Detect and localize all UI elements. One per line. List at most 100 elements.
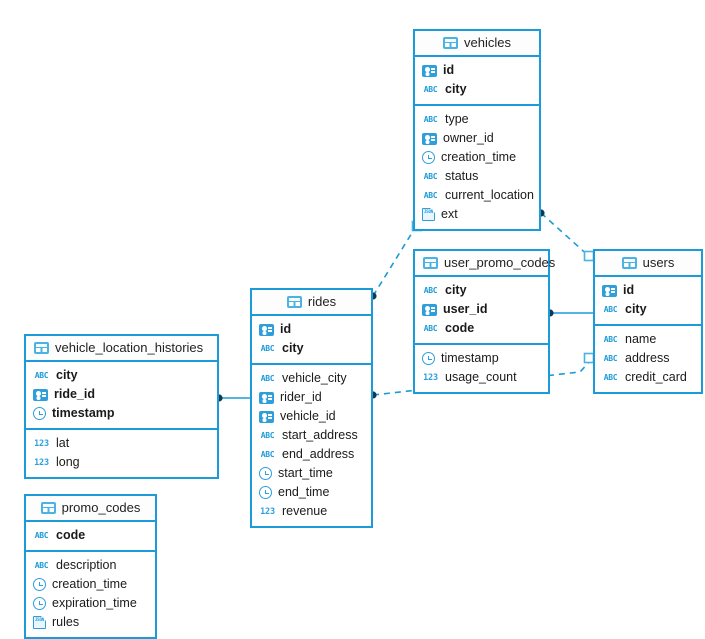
field-label: start_time	[278, 466, 333, 480]
table-name: user_promo_codes	[444, 255, 556, 270]
abc-icon: ABC	[603, 334, 618, 344]
column-row[interactable]: timestamp	[415, 349, 548, 368]
field-label: owner_id	[443, 131, 494, 145]
id-icon	[259, 410, 274, 423]
field-label: city	[56, 368, 78, 382]
column-row[interactable]: ABC name	[595, 330, 701, 349]
column-row[interactable]: vehicle_id	[252, 407, 371, 426]
table-name: rides	[307, 294, 337, 309]
field-label: vehicle_city	[282, 371, 347, 385]
field-label: lat	[56, 436, 70, 450]
field-label: timestamp	[52, 406, 115, 420]
abc-icon: ABC	[260, 373, 275, 383]
field-label: code	[56, 528, 86, 542]
id-icon	[259, 391, 274, 404]
field-label: user_id	[443, 302, 488, 316]
column-row[interactable]: creation_time	[26, 575, 155, 594]
abc-icon: ABC	[260, 343, 275, 353]
column-row[interactable]: ABC status	[415, 167, 539, 186]
table-name: vehicles	[464, 35, 511, 50]
connector-line	[372, 227, 416, 297]
field-label: credit_card	[625, 370, 687, 384]
field-label: current_location	[445, 188, 534, 202]
primary-key-row[interactable]: user_id	[415, 300, 548, 319]
column-row[interactable]: owner_id	[415, 129, 539, 148]
field-label: description	[56, 558, 117, 572]
json-icon	[422, 203, 435, 221]
column-row[interactable]: rider_id	[252, 388, 371, 407]
column-row[interactable]: ext	[415, 203, 539, 224]
primary-key-row[interactable]: timestamp	[26, 404, 217, 423]
clock-icon	[259, 467, 272, 480]
table-header[interactable]: user_promo_codes	[415, 251, 555, 277]
field-label: end_time	[278, 485, 330, 499]
abc-icon: ABC	[423, 171, 438, 181]
primary-key-row[interactable]: id	[595, 281, 701, 300]
abc-icon: ABC	[423, 114, 438, 124]
primary-key-row[interactable]: id	[415, 61, 539, 80]
primary-key-row[interactable]: ABC code	[26, 526, 155, 545]
primary-key-row[interactable]: id	[252, 320, 371, 339]
table-header[interactable]: users	[595, 251, 701, 277]
primary-key-row[interactable]: ride_id	[26, 385, 217, 404]
table-header[interactable]: promo_codes	[26, 496, 155, 522]
abc-icon: ABC	[34, 560, 49, 570]
column-row[interactable]: start_time	[252, 464, 371, 483]
field-label: status	[445, 169, 479, 183]
id-icon	[33, 388, 48, 401]
column-row[interactable]: rules	[26, 611, 155, 632]
field-label: rules	[52, 615, 80, 629]
relationship-vehicle_location_histories-to-rides[interactable]	[215, 394, 250, 402]
table-icon	[621, 256, 637, 269]
column-row[interactable]: expiration_time	[26, 594, 155, 613]
field-label: vehicle_id	[280, 409, 336, 423]
column-row[interactable]: ABC description	[26, 556, 155, 575]
column-row[interactable]: end_time	[252, 483, 371, 502]
column-row[interactable]: ABC vehicle_city	[252, 369, 371, 388]
table-header[interactable]: vehicle_location_histories	[26, 336, 217, 362]
table-icon	[286, 295, 302, 308]
table-name: vehicle_location_histories	[55, 340, 204, 355]
id-icon	[422, 64, 437, 77]
field-label: long	[56, 455, 80, 469]
field-label: name	[625, 332, 657, 346]
table-icon	[34, 341, 49, 354]
abc-icon: ABC	[423, 285, 438, 295]
abc-icon: ABC	[603, 353, 618, 363]
table-header[interactable]: rides	[252, 290, 371, 316]
relationship-user_promo_codes-to-users[interactable]	[546, 309, 593, 317]
column-row[interactable]: creation_time	[415, 148, 539, 167]
abc-icon: ABC	[34, 530, 49, 540]
table-header[interactable]: vehicles	[415, 31, 539, 57]
abc-icon: ABC	[260, 449, 275, 459]
field-label: rider_id	[280, 390, 322, 404]
